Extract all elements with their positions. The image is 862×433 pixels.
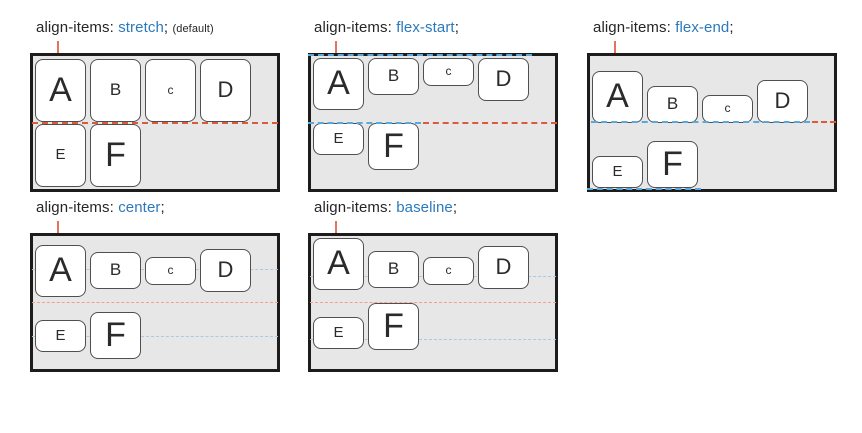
title-property: align-items: [314,19,392,36]
flex-item-a: A [313,238,364,290]
diagram-title: align-items: stretch; (default) [36,18,290,38]
flex-row-2: E F [35,123,275,188]
flex-item-f: F [90,124,141,187]
flex-item-e: E [35,319,86,352]
flex-item-b: B [647,86,698,123]
row-boundary-dashed-line [32,302,278,303]
pointer-tick [335,221,337,233]
flex-row-1: A B c D [313,238,553,303]
diagram-title: align-items: center; [36,198,290,218]
title-value: stretch [118,19,164,36]
flex-item-e: E [313,317,364,349]
alignment-guide-dashed-line-row2 [308,122,421,124]
flex-item-d: D [478,58,529,101]
flex-item-e: E [592,156,643,188]
title-value: flex-start [396,19,455,36]
flex-item-d: D [200,59,251,122]
flex-item-f: F [647,141,698,188]
flex-item-a: A [592,71,643,123]
flex-item-b: B [90,252,141,289]
flex-item-a: A [313,58,364,110]
flex-item-c: c [145,59,196,122]
flex-container: A B c D E F [308,53,558,192]
diagram-align-items-center: align-items: center; A B c D E F [30,198,290,376]
row-boundary-dashed-line [32,122,278,124]
diagram-align-items-stretch: align-items: stretch; (default) A B c D … [30,18,290,196]
diagram-title: align-items: baseline; [314,198,568,218]
pointer-tick [57,221,59,233]
flex-item-a: A [35,244,86,297]
flex-row-2: E F [592,123,832,188]
flex-row-1: A B c D [35,238,275,303]
flex-container: A B c D E F [587,53,837,192]
flex-item-d: D [757,80,808,123]
flex-item-f: F [368,303,419,350]
alignment-guide-dashed-line-row2 [587,188,701,190]
flex-item-a: A [35,59,86,122]
title-semicolon: ; [160,199,165,216]
flex-row-2: E F [35,303,275,368]
title-semicolon: ; [452,199,458,216]
title-value: baseline [396,199,453,216]
flex-item-f: F [368,123,419,170]
title-semicolon: ; [454,19,459,36]
title-property: align-items: [36,19,114,36]
flex-item-c: c [423,257,474,285]
diagram-align-items-flex-end: align-items: flex-end; A B c D E F [587,18,847,196]
title-property: align-items: [593,19,671,36]
title-value: center [118,199,161,216]
title-property: align-items: [36,199,114,216]
alignment-guide-dashed-line-row1 [308,54,532,56]
title-semicolon: ; [163,19,169,36]
diagram-align-items-baseline: align-items: baseline; A B c D E F [308,198,568,376]
flex-item-b: B [90,59,141,122]
flex-row-1: A B c D [592,58,832,123]
flex-item-c: c [702,95,753,123]
flex-row-2: E F [313,303,553,368]
flex-container: A B c D E F [30,233,280,372]
row-boundary-dashed-line [812,121,836,123]
alignment-guide-dashed-line-row2 [32,336,278,337]
flex-item-d: D [200,249,251,292]
diagram-title: align-items: flex-start; [314,18,568,38]
flex-item-b: B [368,251,419,288]
flex-row-1: A B c D [313,58,553,123]
title-note: (default) [172,23,214,35]
flex-item-f: F [90,312,141,359]
flex-item-e: E [35,124,86,187]
pointer-tick [335,41,337,53]
flex-container: A B c D E F [30,53,280,192]
flex-item-e: E [313,123,364,155]
flex-item-d: D [478,246,529,289]
alignment-guide-dashed-line-row2 [310,339,556,340]
flex-item-c: c [145,256,196,285]
flex-item-b: B [368,58,419,95]
title-semicolon: ; [729,19,734,36]
title-value: flex-end [675,19,730,36]
flex-item-c: c [423,58,474,86]
diagram-title: align-items: flex-end; [593,18,847,38]
pointer-tick [614,41,616,53]
title-property: align-items: [314,199,392,216]
flex-container: A B c D E F [308,233,558,372]
pointer-tick [57,41,59,53]
flex-row-2: E F [313,123,553,188]
diagram-align-items-flex-start: align-items: flex-start; A B c D E F [308,18,568,196]
alignment-guide-dashed-line-row1 [591,121,810,123]
row-boundary-dashed-line [310,302,556,303]
flex-row-1: A B c D [35,58,275,123]
row-boundary-dashed-line [423,122,557,124]
